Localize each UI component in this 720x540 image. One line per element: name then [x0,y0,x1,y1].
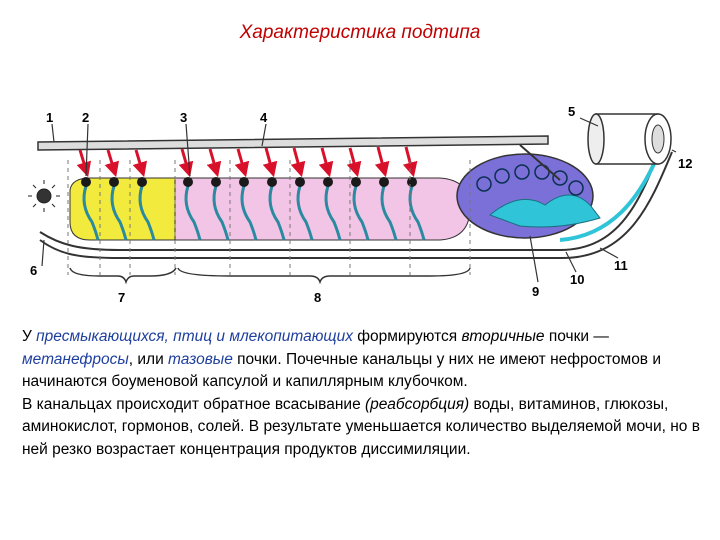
nephron-tubules [82,185,426,241]
brace-7 [69,267,177,285]
label-10: 10 [570,272,584,287]
label-3: 3 [180,110,187,125]
pointer-lines [41,117,677,283]
pink-region [174,177,471,241]
nephrostome-left [28,180,60,212]
body-text: У пресмыкающихся, птиц и млекопитающих ф… [22,326,702,461]
metanephros-tubules [489,194,601,228]
brace-8 [177,267,471,285]
duct-outer [39,149,661,251]
term-reabsorption: (реабсорбция) [365,395,470,413]
label-1: 1 [46,110,53,125]
aorta-branch [519,144,561,181]
slide-title: Характеристика подтипа [239,22,481,43]
label-2: 2 [82,110,89,125]
paragraph-1: У пресмыкающихся, птиц и млекопитающих ф… [22,328,662,390]
ureter [559,149,662,242]
label-4: 4 [260,110,268,125]
term-secondary: вторичные [461,328,545,345]
label-12: 12 [678,156,692,171]
label-8: 8 [314,290,321,305]
highlight-animals: пресмыкающихся, птиц и млекопитающих [36,328,353,345]
term-pelvic: тазовые [168,350,233,368]
label-9: 9 [532,284,539,299]
label-5: 5 [568,104,575,119]
kidney-diagram: 1 2 3 4 5 6 7 8 9 10 11 12 [28,104,692,305]
label-6: 6 [30,263,37,278]
aorta [37,135,549,151]
metanephros-glomeruli [476,164,584,196]
paragraph-2: В канальцах происходит обратное всасыван… [22,395,700,458]
cloaca-cylinder [587,113,672,165]
guide-lines [67,160,471,275]
label-11: 11 [614,258,628,273]
artery-arrows [76,146,418,178]
label-7: 7 [118,290,125,305]
term-metanephros: метанефросы [22,350,129,368]
